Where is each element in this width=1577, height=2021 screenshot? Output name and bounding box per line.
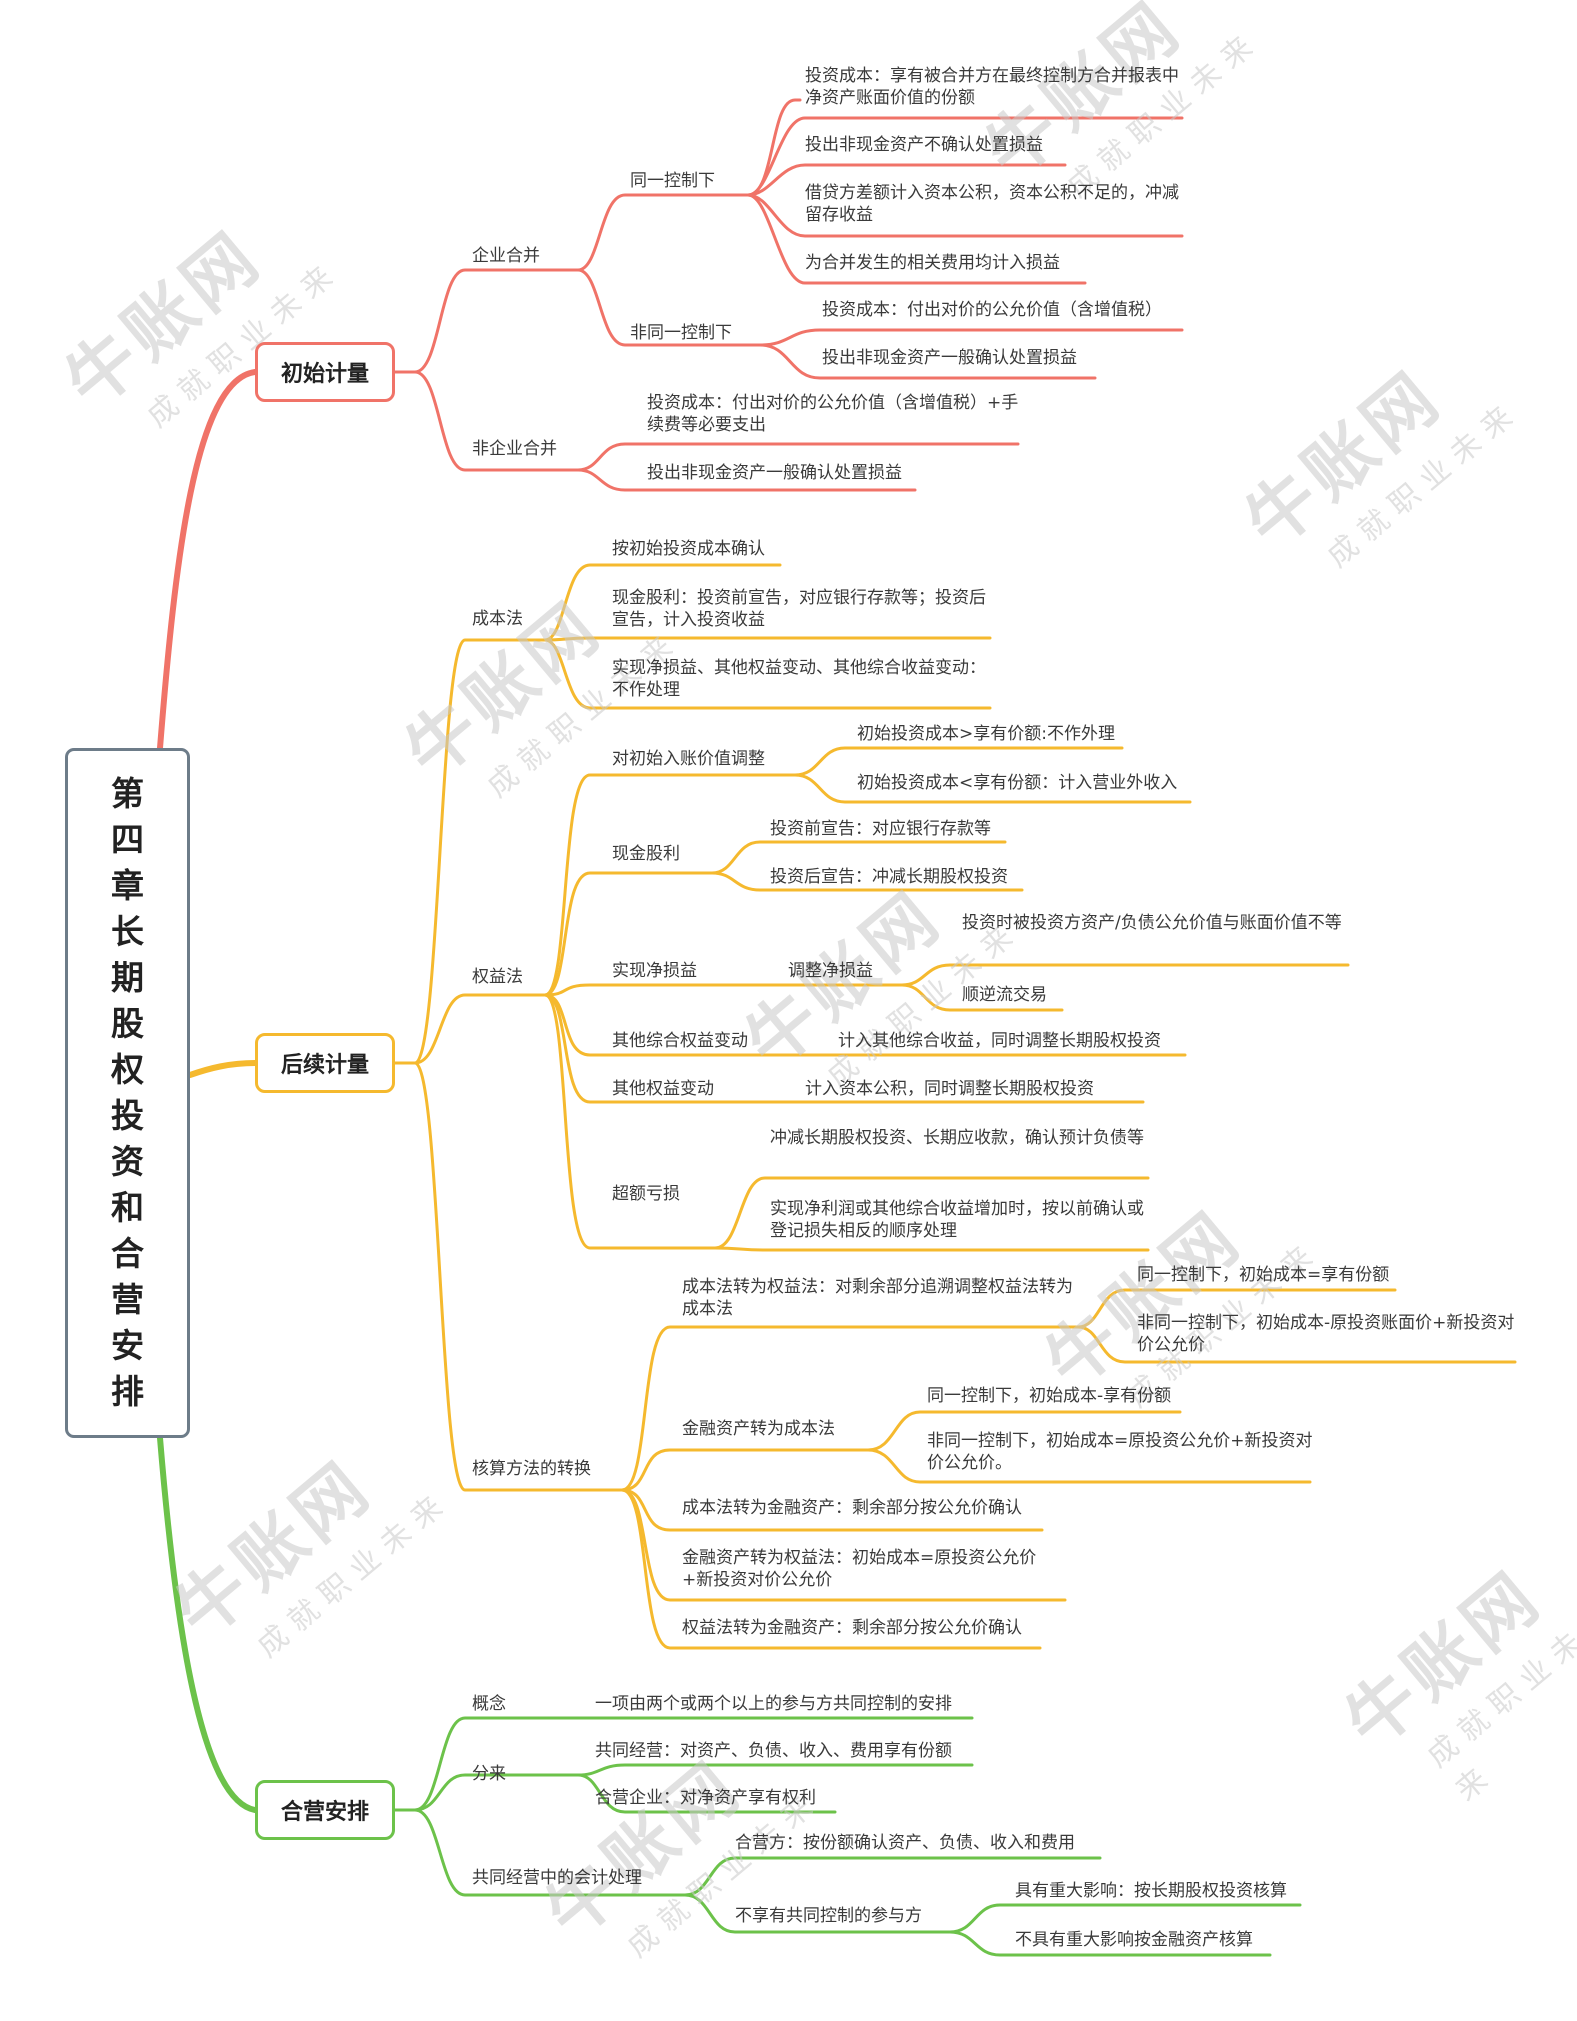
leaf-item[interactable]: 投出非现金资产一般确认处置损益 <box>647 463 902 483</box>
root-to-initial-connector <box>157 369 258 751</box>
topic-excess-loss[interactable]: 超额亏损 <box>612 1184 680 1204</box>
topic-non-joint-control-party[interactable]: 不享有共同控制的参与方 <box>735 1906 922 1926</box>
topic-same-control[interactable]: 同一控制下 <box>630 171 715 191</box>
leaf-item[interactable]: 非同一控制下，初始成本=原投资公允价+新投资对价公允价。 <box>927 1431 1313 1473</box>
topic-concept[interactable]: 概念 <box>472 1694 506 1714</box>
leaf-item[interactable]: 计入资本公积，同时调整长期股权投资 <box>805 1079 1094 1099</box>
branch-joint-arrangement[interactable]: 合营安排 <box>255 1780 395 1840</box>
leaf-item[interactable]: 同一控制下，初始成本=享有份额 <box>1137 1265 1390 1285</box>
topic-method-conversion[interactable]: 核算方法的转换 <box>472 1459 591 1479</box>
leaf-item[interactable]: 同一控制下，初始成本-享有份额 <box>927 1386 1172 1406</box>
root-title-char: 股 <box>111 1004 144 1043</box>
topic-other-equity[interactable]: 其他权益变动 <box>612 1079 714 1099</box>
leaf-item[interactable]: 金融资产转为权益法：初始成本=原投资公允价+新投资对价公允价 <box>682 1548 1037 1590</box>
root-to-subsequent-connector <box>187 1060 258 1078</box>
root-title: 第四章长期股权投资和合营安排 <box>111 771 144 1415</box>
root-title-char: 章 <box>111 866 144 905</box>
root-topic[interactable]: 第四章长期股权投资和合营安排 <box>65 748 190 1438</box>
leaf-item[interactable]: 投资成本：享有被合并方在最终控制方合并报表中净资产账面价值的份额 <box>805 66 1179 108</box>
leaf-item[interactable]: 初始投资成本<享有份额：计入营业外收入 <box>857 773 1178 793</box>
branch-initial-measurement[interactable]: 初始计量 <box>255 342 395 402</box>
topic-cash-dividend[interactable]: 现金股利 <box>612 844 680 864</box>
leaf-item[interactable]: 具有重大影响：按长期股权投资核算 <box>1015 1881 1287 1901</box>
leaf-item[interactable]: 投出非现金资产不确认处置损益 <box>805 135 1043 155</box>
topic-oci[interactable]: 其他综合权益变动 <box>612 1031 748 1051</box>
leaf-item[interactable]: 冲减长期股权投资、长期应收款，确认预计负债等 <box>770 1128 1144 1148</box>
root-title-char: 资 <box>111 1142 144 1181</box>
leaf-item[interactable]: 投资前宣告：对应银行存款等 <box>770 819 991 839</box>
leaf-item[interactable]: 实现净损益、其他权益变动、其他综合收益变动：不作处理 <box>612 658 986 700</box>
topic-equity-method[interactable]: 权益法 <box>472 967 523 987</box>
leaf-item[interactable]: 一项由两个或两个以上的参与方共同控制的安排 <box>595 1694 952 1714</box>
topic-non-business-combination[interactable]: 非企业合并 <box>472 439 557 459</box>
topic-net-profit[interactable]: 实现净损益 <box>612 961 697 981</box>
leaf-item[interactable]: 不具有重大影响按金融资产核算 <box>1015 1930 1253 1950</box>
leaf-item[interactable]: 为合并发生的相关费用均计入损益 <box>805 253 1060 273</box>
topic-financial-to-cost[interactable]: 金融资产转为成本法 <box>682 1419 835 1439</box>
root-title-char: 第 <box>111 774 144 813</box>
topic-initial-value-adjustment[interactable]: 对初始入账价值调整 <box>612 749 765 769</box>
leaf-item[interactable]: 合营方：按份额确认资产、负债、收入和费用 <box>735 1833 1075 1853</box>
topic-non-same-control[interactable]: 非同一控制下 <box>630 323 732 343</box>
root-title-char: 安 <box>111 1326 144 1365</box>
leaf-item[interactable]: 投资后宣告：冲减长期股权投资 <box>770 867 1008 887</box>
leaf-item[interactable]: 借贷方差额计入资本公积，资本公积不足的，冲减留存收益 <box>805 183 1179 225</box>
root-title-char: 权 <box>111 1050 144 1089</box>
topic-business-combination[interactable]: 企业合并 <box>472 246 540 266</box>
root-title-char: 投 <box>111 1096 144 1135</box>
leaf-item[interactable]: 成本法转为金融资产：剩余部分按公允价确认 <box>682 1498 1022 1518</box>
leaf-item[interactable]: 权益法转为金融资产：剩余部分按公允价确认 <box>682 1618 1022 1638</box>
leaf-item[interactable]: 顺逆流交易 <box>962 985 1047 1005</box>
leaf-item[interactable]: 投资成本：付出对价的公允价值（含增值税） <box>822 300 1162 320</box>
topic-joint-operation-accounting[interactable]: 共同经营中的会计处理 <box>472 1868 642 1888</box>
topic-category[interactable]: 分来 <box>472 1764 506 1784</box>
leaf-item[interactable]: 按初始投资成本确认 <box>612 539 765 559</box>
root-title-char: 营 <box>111 1280 144 1319</box>
leaf-item[interactable]: 计入其他综合收益，同时调整长期股权投资 <box>838 1031 1161 1051</box>
root-title-char: 排 <box>111 1372 144 1411</box>
leaf-item[interactable]: 共同经营：对资产、负债、收入、费用享有份额 <box>595 1741 952 1761</box>
leaf-item[interactable]: 初始投资成本>享有价额:不作外理 <box>857 724 1115 744</box>
branch-subsequent-measurement[interactable]: 后续计量 <box>255 1033 395 1093</box>
leaf-item[interactable]: 投出非现金资产一般确认处置损益 <box>822 348 1077 368</box>
leaf-item[interactable]: 投资成本：付出对价的公允价值（含增值税）+手续费等必要支出 <box>647 393 1019 435</box>
leaf-item[interactable]: 现金股利：投资前宣告，对应银行存款等；投资后宣告，计入投资收益 <box>612 588 986 630</box>
topic-cost-method[interactable]: 成本法 <box>472 609 523 629</box>
root-title-char: 期 <box>111 958 144 997</box>
topic-cost-to-equity[interactable]: 成本法转为权益法：对剩余部分追溯调整权益法转为成本法 <box>682 1277 1073 1319</box>
topic-adjust-net-profit[interactable]: 调整净损益 <box>788 961 873 981</box>
leaf-item[interactable]: 投资时被投资方资产/负债公允价值与账面价值不等 <box>962 913 1342 933</box>
leaf-item[interactable]: 非同一控制下，初始成本-原投资账面价+新投资对价公允价 <box>1137 1313 1515 1355</box>
leaf-item[interactable]: 合营企业：对净资产享有权利 <box>595 1788 816 1808</box>
root-to-joint-connector <box>157 1435 258 1813</box>
root-title-char: 合 <box>111 1234 144 1273</box>
root-title-char: 四 <box>111 820 144 859</box>
root-title-char: 长 <box>111 912 144 951</box>
leaf-item[interactable]: 实现净利润或其他综合收益增加时，按以前确认或登记损失相反的顺序处理 <box>770 1199 1144 1241</box>
root-title-char: 和 <box>111 1188 144 1227</box>
